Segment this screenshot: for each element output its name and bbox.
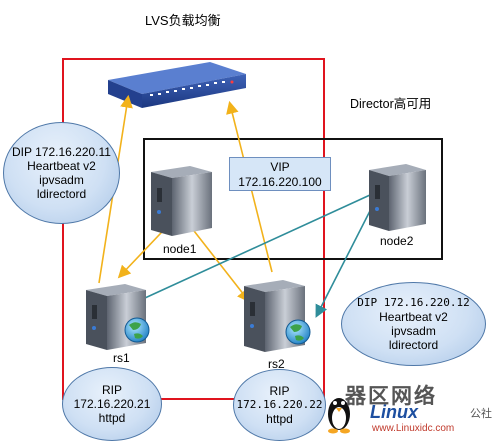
vip-label: VIP bbox=[270, 160, 290, 174]
rs2-info-bubble: RIP 172.16.220.22 httpd bbox=[233, 369, 326, 441]
watermark-cjk: 器区网络 bbox=[345, 385, 437, 408]
server-icon-node1 bbox=[151, 166, 212, 236]
rs2-rip-address: 172.16.220.22 bbox=[236, 398, 323, 411]
director2-dip: DIP 172.16.220.12 bbox=[357, 296, 470, 309]
globe-icon-rs1 bbox=[124, 317, 150, 343]
node2-label: node2 bbox=[380, 234, 414, 248]
director1-ipvsadm: ipvsadm bbox=[39, 173, 84, 187]
arrow-node2-to-rs2 bbox=[315, 204, 374, 318]
director1-info-bubble: DIP 172.16.220.11 Heartbeat v2 ipvsadm l… bbox=[3, 122, 120, 224]
director2-ipvsadm: ipvsadm bbox=[391, 324, 436, 338]
rs2-rip-label: RIP bbox=[269, 384, 290, 398]
rs2-service: httpd bbox=[266, 412, 293, 426]
director1-ldirectord: ldirectord bbox=[36, 187, 87, 201]
rs1-rip-label: RIP bbox=[101, 383, 122, 397]
rs1-rip-address: 172.16.220.21 bbox=[73, 397, 151, 411]
director1-heartbeat: Heartbeat v2 bbox=[27, 159, 96, 173]
director-ha-label: Director高可用 bbox=[350, 97, 432, 111]
director2-heartbeat: Heartbeat v2 bbox=[379, 310, 448, 324]
watermark-small: 公社 bbox=[470, 408, 492, 420]
director-ha-frame bbox=[143, 138, 443, 260]
server-icon-node2 bbox=[369, 164, 426, 231]
diagram-title: LVS负载均衡 bbox=[145, 13, 221, 28]
rs1-label: rs1 bbox=[113, 351, 130, 365]
arrow-node2-to-rs1 bbox=[131, 194, 371, 305]
vip-box: VIP 172.16.220.100 bbox=[229, 157, 331, 191]
rs2-label: rs2 bbox=[268, 357, 285, 371]
vip-address: 172.16.220.100 bbox=[238, 175, 322, 189]
lvs-cluster-frame bbox=[62, 58, 325, 400]
director1-dip: DIP 172.16.220.11 bbox=[12, 145, 111, 159]
tux-penguin-icon bbox=[328, 398, 350, 434]
rs1-service: httpd bbox=[98, 411, 126, 425]
watermark-linux: Linux bbox=[370, 402, 418, 422]
watermark-url: www.Linuxidc.com bbox=[372, 423, 455, 434]
director2-ldirectord: ldirectord bbox=[388, 338, 439, 352]
rs1-info-bubble: RIP 172.16.220.21 httpd bbox=[62, 367, 162, 441]
node1-label: node1 bbox=[163, 242, 197, 256]
router-icon bbox=[108, 62, 246, 108]
globe-icon-rs2 bbox=[285, 319, 311, 345]
director2-info-bubble: DIP 172.16.220.12 Heartbeat v2 ipvsadm l… bbox=[341, 282, 486, 366]
